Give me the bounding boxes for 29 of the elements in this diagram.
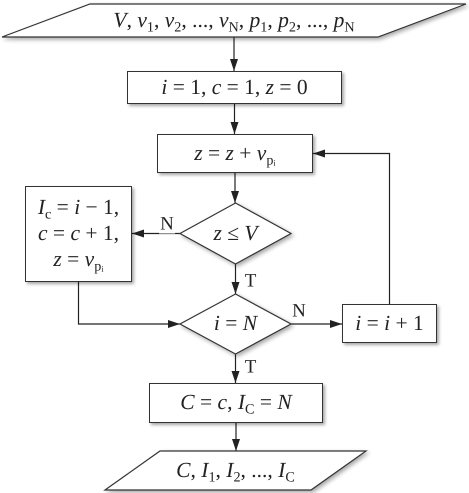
process-box: [157, 134, 313, 173]
formula-text: C, I$_{1}$, I$_{2}$, ..., I$_{C}$: [176, 458, 295, 484]
formula-text: i = N: [214, 311, 258, 337]
arrow: [230, 37, 238, 71]
formula-text: z = z + v$_{pᵢ}$: [194, 140, 276, 166]
arrow: [232, 264, 240, 294]
arrow: [313, 150, 390, 304]
formula-text: z ≤ V: [213, 220, 258, 246]
formula-text: V, v$_{1}$, v$_{2}$, ..., v$_{N}$, p$_{1}$, p$_{2}$, ..., p$_{N}$: [113, 8, 355, 34]
process-box: [127, 71, 342, 104]
arrow: [232, 354, 240, 383]
arrow: [78, 282, 180, 328]
process-box: [149, 383, 323, 423]
arrow: [291, 320, 342, 328]
decision-diamond: [180, 203, 291, 264]
arrow: [230, 104, 238, 134]
arrow: [132, 230, 180, 238]
formula-text: i = i + 1: [355, 310, 424, 336]
decision-diamond: [180, 294, 291, 354]
io-parallelogram: [105, 451, 366, 490]
formula-text: i = 1, c = 1, z = 0: [161, 74, 308, 100]
arrow: [231, 173, 239, 203]
formula-text: C = c, I$_{C}$ = N: [180, 390, 292, 416]
io-parallelogram: [2, 4, 466, 37]
edge-label: N: [159, 214, 175, 233]
process-box: [25, 186, 132, 282]
process-box: [342, 304, 437, 343]
formula-text: I$_{c}$ = i − 1, c = c + 1, z = v$_{pᵢ}$: [36, 195, 120, 273]
arrow: [232, 423, 240, 451]
